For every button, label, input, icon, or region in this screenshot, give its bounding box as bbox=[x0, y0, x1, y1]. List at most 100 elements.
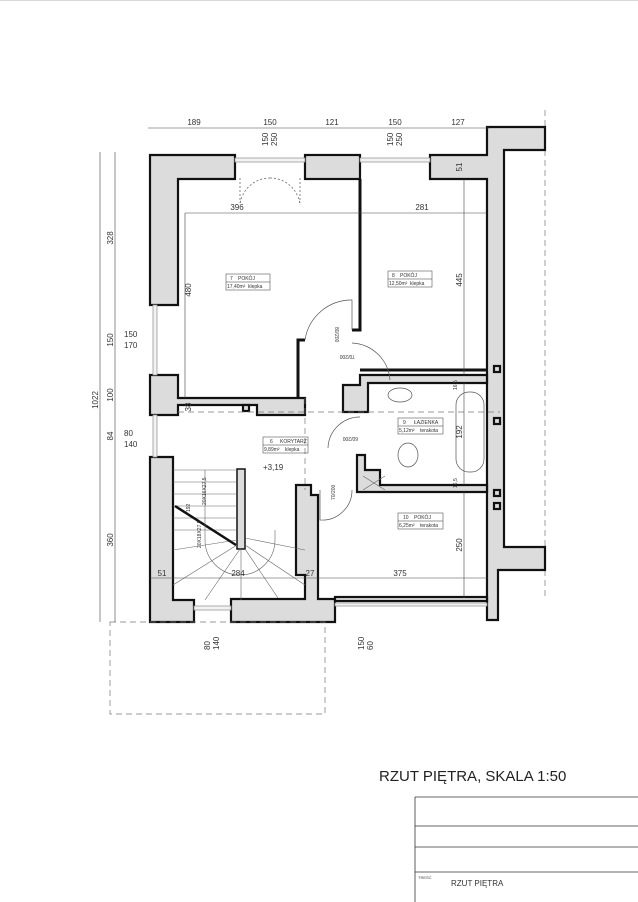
wall-left-middle bbox=[148, 373, 307, 417]
dim-total-height: 1022 bbox=[91, 391, 100, 409]
window-stair bbox=[193, 605, 232, 611]
window-height-label: 140 bbox=[124, 440, 138, 449]
dim-bath-wall-top: 16,5 bbox=[453, 380, 459, 390]
title-block: TREŚĆ RZUT PIĘTRA bbox=[414, 796, 638, 902]
room-name: POKÓJ bbox=[400, 272, 417, 279]
room-area: 17,40m² bbox=[227, 284, 246, 290]
dim-room8-height: 445 bbox=[455, 273, 464, 287]
room-name: ŁAZIENKA bbox=[414, 420, 439, 426]
stair-core bbox=[236, 468, 246, 550]
room-label-10: 10 POKÓJ 6,25m² terakota bbox=[397, 512, 444, 530]
room-area: 5,12m² bbox=[399, 428, 415, 434]
dimension-lines bbox=[99, 127, 490, 622]
toilet bbox=[397, 442, 419, 468]
walls bbox=[148, 125, 547, 624]
room-name: KORYTARZ bbox=[280, 439, 307, 445]
dim-room10-height: 250 bbox=[455, 538, 464, 552]
stair-handrail bbox=[174, 504, 237, 547]
room-floor: klepka bbox=[248, 284, 263, 290]
wall-bath-bottom bbox=[355, 453, 489, 494]
vent-shaft bbox=[362, 475, 386, 491]
window-room8 bbox=[359, 157, 431, 163]
dim-top-2: 150 bbox=[263, 118, 277, 127]
chimney-duct bbox=[241, 403, 251, 413]
wall-stair-right bbox=[229, 483, 337, 624]
dim-stair-wall: 51 bbox=[158, 569, 167, 578]
wall-bath-top bbox=[341, 373, 489, 414]
dim-room8-width: 281 bbox=[415, 203, 429, 212]
room-number: 9 bbox=[403, 420, 406, 426]
dim-wall-27: 27 bbox=[306, 569, 315, 578]
door-label-room7: 80/200 bbox=[333, 327, 339, 343]
window-height-label: 60 bbox=[366, 641, 375, 650]
dim-top-5: 127 bbox=[451, 118, 465, 127]
room-label-7: 7 POKÓJ 17,40m² klepka bbox=[225, 273, 271, 291]
terrace-outline bbox=[109, 621, 326, 715]
dim-top-1: 189 bbox=[187, 118, 201, 127]
stairs-upper-label: 20X16X27,5 bbox=[202, 477, 208, 505]
window-height-label: 170 bbox=[124, 341, 138, 350]
title-block-label: TREŚĆ bbox=[418, 875, 432, 880]
room-floor: terakota bbox=[420, 428, 438, 434]
dim-room7-width: 396 bbox=[230, 203, 244, 212]
wall-right bbox=[428, 125, 547, 622]
window-left-upper bbox=[152, 304, 158, 376]
door-label-bathroom: 60/200 bbox=[342, 435, 358, 441]
dim-stair-width: 284 bbox=[231, 569, 245, 578]
door-room8[interactable] bbox=[351, 342, 391, 381]
dim-partition: 38 bbox=[184, 402, 193, 411]
dim-left-1: 328 bbox=[106, 231, 115, 245]
vent-duct bbox=[492, 416, 502, 426]
window-height-label: 250 bbox=[270, 132, 279, 146]
room-number: 8 bbox=[392, 273, 395, 279]
room-area: 12,50m² bbox=[389, 281, 408, 287]
partition-rooms-7-8 bbox=[352, 179, 362, 332]
room-number: 7 bbox=[230, 276, 233, 282]
wall-top-middle bbox=[303, 153, 362, 181]
staircase bbox=[172, 468, 306, 601]
bathtub bbox=[455, 391, 485, 473]
dim-left-2: 150 bbox=[106, 333, 115, 347]
room-label-9: 9 ŁAZIENKA 5,12m² terakota bbox=[397, 417, 444, 435]
door-bathroom[interactable] bbox=[327, 416, 361, 449]
dim-stair-rail: 192 bbox=[186, 503, 192, 512]
level-mark: +3,19 bbox=[263, 463, 284, 472]
window-width-label: 80 bbox=[203, 641, 212, 650]
window-left-lower bbox=[152, 414, 158, 458]
door-room7[interactable] bbox=[304, 299, 353, 341]
room-name: POKÓJ bbox=[414, 514, 431, 521]
door-room10[interactable] bbox=[319, 489, 353, 521]
room-label-6: 6 KORYTARZ 9,89m² klepka bbox=[262, 436, 309, 454]
balcony-door bbox=[239, 177, 301, 206]
room-floor: klepka bbox=[410, 281, 425, 287]
dim-top-3: 121 bbox=[325, 118, 339, 127]
window-width-label: 150 bbox=[357, 636, 366, 650]
door-label-room10: 70/200 bbox=[331, 484, 337, 500]
vent-duct bbox=[492, 364, 502, 374]
window-width-label: 150 bbox=[261, 132, 270, 146]
room-area: 6,25m² bbox=[399, 523, 415, 529]
vent-duct bbox=[492, 501, 502, 511]
dim-left-5: 360 bbox=[106, 533, 115, 547]
drawing-title: RZUT PIĘTRA, SKALA 1:50 bbox=[379, 768, 566, 785]
room-floor: terakota bbox=[420, 523, 438, 529]
room-number: 10 bbox=[403, 515, 409, 521]
window-height-label: 140 bbox=[212, 636, 221, 650]
stairs-lower-label: 20X18X27,5 bbox=[197, 520, 203, 548]
dim-bath-wall-bottom: 16,5 bbox=[453, 478, 459, 488]
window-width-label: 150 bbox=[386, 132, 395, 146]
title-block-content: RZUT PIĘTRA bbox=[451, 879, 504, 888]
dim-left-4: 84 bbox=[106, 431, 115, 440]
wall-top-left bbox=[148, 153, 237, 307]
window-height-label: 250 bbox=[395, 132, 404, 146]
dim-left-3: 100 bbox=[106, 388, 115, 402]
dim-top-wall: 51 bbox=[455, 162, 464, 171]
dim-room7-height: 480 bbox=[184, 283, 193, 297]
washbasin bbox=[387, 387, 413, 403]
wall-room10-bottom bbox=[333, 595, 489, 603]
room-area: 9,89m² bbox=[264, 447, 280, 453]
window-width-label: 80 bbox=[124, 429, 133, 438]
room-name: POKÓJ bbox=[238, 275, 255, 282]
partition-room7-corridor bbox=[296, 338, 305, 398]
